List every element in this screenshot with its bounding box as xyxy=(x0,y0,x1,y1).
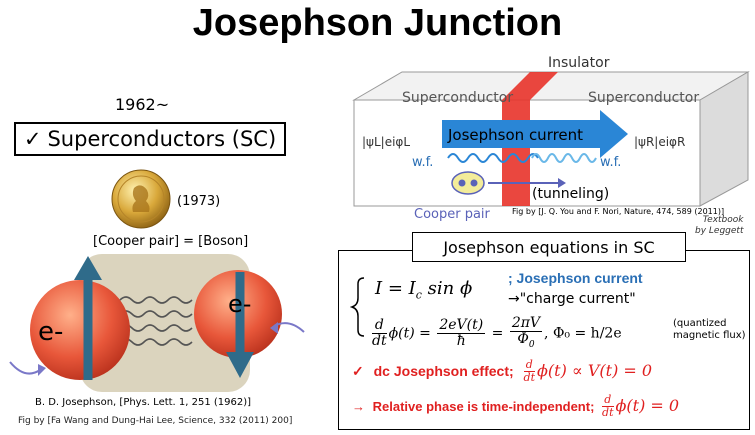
left-brace-icon xyxy=(350,277,365,337)
figure-citation-wang: Fig by [Fa Wang and Dung-Hai Lee, Scienc… xyxy=(18,416,293,426)
dc-josephson-effect-text: dc Josephson effect; xyxy=(373,363,514,380)
wavefunction-left xyxy=(447,153,539,163)
electron-left xyxy=(30,280,130,380)
insulator-layer xyxy=(502,100,530,206)
insulator-top xyxy=(502,72,558,100)
medal-year: (1973) xyxy=(177,194,221,209)
figure-citation-you-nori: Fig by [J. Q. You and F. Nori, Nature, 4… xyxy=(512,207,725,216)
cooper-pair-icon xyxy=(451,171,485,195)
relative-phase-text: Relative phase is time-independent; xyxy=(372,399,595,415)
textbook-line2: by Leggett xyxy=(695,226,744,236)
psi-right-label: |ψR|eiφR xyxy=(634,135,685,149)
superconductors-heading: ✓ Superconductors (SC) xyxy=(14,122,286,156)
superconductors-heading-text: Superconductors (SC) xyxy=(47,127,277,151)
sc-left-label: Superconductor xyxy=(402,90,513,106)
josephson-equations-title: Josephson equations in SC xyxy=(412,232,686,262)
textbook-note: Textbook by Leggett xyxy=(695,215,743,237)
josephson-current-label: Josephson current xyxy=(447,126,583,144)
equation-2-label-line1: (quantized xyxy=(673,318,727,329)
josephson-citation: B. D. Josephson, [Phys. Lett. 1, 251 (19… xyxy=(35,397,252,408)
current-arrowhead xyxy=(600,110,628,158)
wf-left-label: w.f. xyxy=(412,155,433,170)
insulator-label: Insulator xyxy=(548,55,610,71)
josephson-junction-figure: Insulator Superconductor Superconductor … xyxy=(352,55,750,222)
check-icon: ✓ xyxy=(352,363,364,380)
equation-1-sublabel: →"charge current" xyxy=(508,291,636,307)
year-label: 1962~ xyxy=(115,95,170,114)
equation-1-label: ; Josephson current xyxy=(508,270,643,286)
nobel-medal-icon xyxy=(111,169,171,229)
electron-left-label: e- xyxy=(38,317,63,347)
check-icon: ✓ xyxy=(23,127,42,151)
current-arrow-body xyxy=(442,120,600,148)
motion-arrow-left xyxy=(9,361,41,375)
tunneling-label: (tunneling) xyxy=(532,186,609,202)
arrow-right-icon: → xyxy=(352,399,365,415)
cooper-pair-label: Cooper pair xyxy=(414,207,491,222)
electron-right-label: e- xyxy=(228,290,251,318)
wf-right-label: w.f. xyxy=(600,155,621,170)
cooper-pair-boson-label: [Cooper pair] = [Boson] xyxy=(93,234,249,249)
equation-2-label: (quantized magnetic flux) xyxy=(673,318,746,342)
sc-right-label: Superconductor xyxy=(588,90,699,106)
equation-josephson-current: I = Ic sin ϕ xyxy=(375,278,473,302)
equation-2-label-line2: magnetic flux) xyxy=(673,330,746,341)
flux-quantum: Φ₀ = h/2e xyxy=(552,325,622,342)
wavefunction-right xyxy=(531,153,597,163)
phonon-waves xyxy=(119,296,193,346)
page-title: Josephson Junction xyxy=(192,2,563,44)
spin-up-arrowhead xyxy=(74,256,102,280)
psi-left-label: |ψL|eiφL xyxy=(362,135,410,149)
spin-down-arrowhead xyxy=(226,352,254,378)
textbook-line1: Textbook xyxy=(702,215,744,225)
cooper-pair-illustration: e- e- xyxy=(9,254,305,392)
